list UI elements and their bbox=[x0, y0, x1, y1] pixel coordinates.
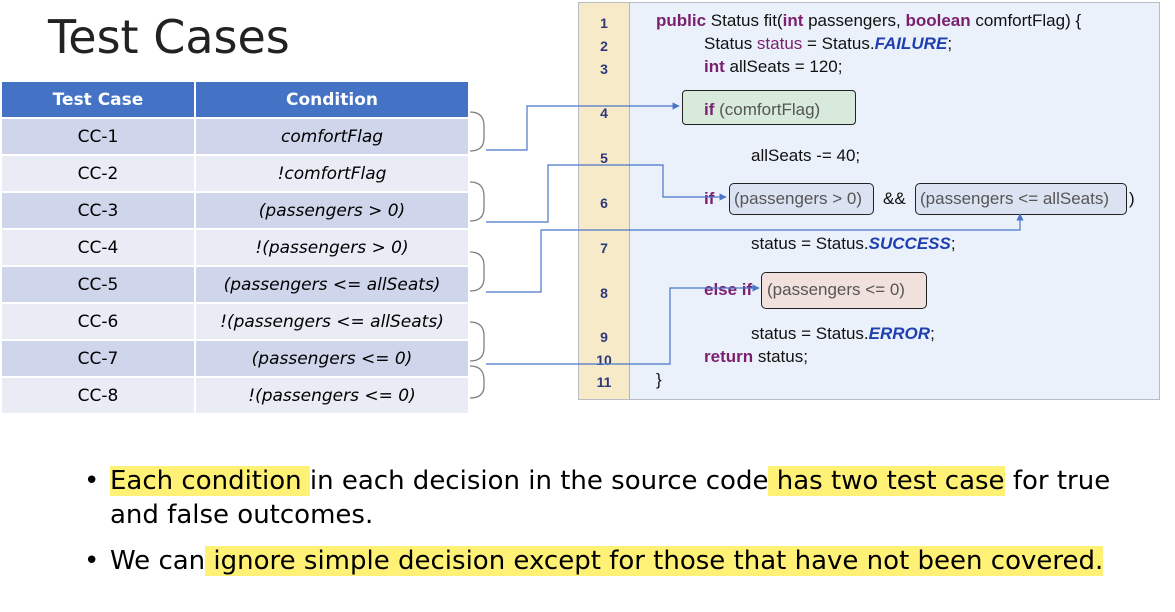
code-line-5: allSeats -= 40; bbox=[751, 146, 861, 165]
bullet-item: • Each condition in each decision in the… bbox=[84, 464, 1144, 532]
table-row: CC-2 !comfortFlag bbox=[2, 156, 470, 193]
line-number: 11 bbox=[596, 374, 612, 390]
bullet-text: in each decision in the source code bbox=[309, 466, 769, 496]
line-number: 10 bbox=[596, 352, 612, 368]
table-header-row: Test Case Condition bbox=[2, 82, 470, 119]
table-row: CC-3 (passengers > 0) bbox=[2, 193, 470, 230]
test-case-id: CC-6 bbox=[2, 304, 196, 341]
bracket-cc5-cc6 bbox=[469, 251, 485, 292]
code-line-7: status = Status.SUCCESS; bbox=[751, 234, 956, 253]
test-case-condition: !(passengers <= 0) bbox=[196, 378, 470, 415]
line-number: 4 bbox=[600, 105, 608, 121]
code-line-10: return status; bbox=[704, 347, 808, 366]
code-line-6-keyword: if bbox=[704, 189, 715, 208]
code-line-4: if (comfortFlag) bbox=[704, 100, 821, 119]
line-number: 5 bbox=[600, 150, 608, 166]
table-row: CC-7 (passengers <= 0) bbox=[2, 341, 470, 378]
bullet-dot-icon: • bbox=[84, 546, 100, 576]
bullet-list: • Each condition in each decision in the… bbox=[84, 464, 1144, 590]
test-case-condition: (passengers > 0) bbox=[196, 193, 470, 230]
bullet-text-highlighted: Each condition bbox=[110, 466, 310, 496]
test-case-condition: !comfortFlag bbox=[196, 156, 470, 193]
test-case-id: CC-8 bbox=[2, 378, 196, 415]
test-case-condition: (passengers <= allSeats) bbox=[196, 267, 470, 304]
table-row: CC-8 !(passengers <= 0) bbox=[2, 378, 470, 415]
decision-box-comfortflag bbox=[682, 90, 856, 125]
code-line-11: } bbox=[656, 370, 662, 389]
bullet-text-highlighted: has two test case bbox=[768, 466, 1005, 496]
test-case-table: Test Case Condition CC-1 comfortFlag CC-… bbox=[2, 82, 470, 415]
condition-text-passengers-le-allseats: (passengers <= allSeats) bbox=[920, 189, 1109, 208]
condition-text-passengers-gt-0: (passengers > 0) bbox=[734, 189, 863, 208]
line-number: 1 bbox=[600, 15, 608, 31]
line-number: 2 bbox=[600, 38, 608, 54]
page-title: Test Cases bbox=[48, 10, 290, 64]
bullet-item: • We can ignore simple decision except f… bbox=[84, 544, 1144, 578]
line-number: 8 bbox=[600, 285, 608, 301]
line-number: 9 bbox=[600, 329, 608, 345]
line-number: 6 bbox=[600, 195, 608, 211]
test-case-condition: (passengers <= 0) bbox=[196, 341, 470, 378]
bullet-text-highlighted: ignore simple decision except for those … bbox=[205, 546, 1104, 576]
code-line-6-close: ) bbox=[1129, 189, 1135, 208]
table-row: CC-5 (passengers <= allSeats) bbox=[2, 267, 470, 304]
code-line-3: int allSeats = 120; bbox=[704, 57, 843, 76]
bracket-cc1-cc2 bbox=[469, 111, 485, 152]
bullet-text: for true and false outcomes. bbox=[110, 466, 1111, 530]
test-case-id: CC-1 bbox=[2, 119, 196, 156]
code-line-1: public Status fit(int passengers, boolea… bbox=[656, 11, 1082, 30]
bracket-cc3-cc4 bbox=[469, 181, 485, 222]
bracket-cc7-cc8 bbox=[469, 321, 485, 399]
table-row: CC-6 !(passengers <= allSeats) bbox=[2, 304, 470, 341]
column-header-condition: Condition bbox=[196, 82, 470, 119]
test-case-condition: !(passengers <= allSeats) bbox=[196, 304, 470, 341]
test-case-id: CC-7 bbox=[2, 341, 196, 378]
code-line-2: Status status = Status.FAILURE; bbox=[704, 34, 953, 53]
operator-and: && bbox=[883, 189, 906, 208]
table-row: CC-4 !(passengers > 0) bbox=[2, 230, 470, 267]
column-header-test-case: Test Case bbox=[2, 82, 196, 119]
test-case-id: CC-4 bbox=[2, 230, 196, 267]
test-case-id: CC-3 bbox=[2, 193, 196, 230]
code-line-8-keyword: else if bbox=[704, 280, 753, 299]
line-number: 7 bbox=[600, 240, 608, 256]
bullet-text: We can bbox=[110, 546, 206, 576]
bullet-dot-icon: • bbox=[84, 466, 100, 496]
condition-box-passengers-gt-0 bbox=[729, 183, 874, 215]
table-row: CC-1 comfortFlag bbox=[2, 119, 470, 156]
code-line-9: status = Status.ERROR; bbox=[751, 324, 935, 343]
test-case-id: CC-5 bbox=[2, 267, 196, 304]
test-case-condition: comfortFlag bbox=[196, 119, 470, 156]
code-panel: 1 2 3 4 5 6 7 8 9 10 11 public Status fi… bbox=[578, 2, 1160, 400]
line-number-gutter: 1 2 3 4 5 6 7 8 9 10 11 bbox=[579, 3, 630, 399]
line-number: 3 bbox=[600, 61, 608, 77]
test-case-condition: !(passengers > 0) bbox=[196, 230, 470, 267]
condition-text-passengers-le-0: (passengers <= 0) bbox=[767, 280, 905, 299]
test-case-id: CC-2 bbox=[2, 156, 196, 193]
